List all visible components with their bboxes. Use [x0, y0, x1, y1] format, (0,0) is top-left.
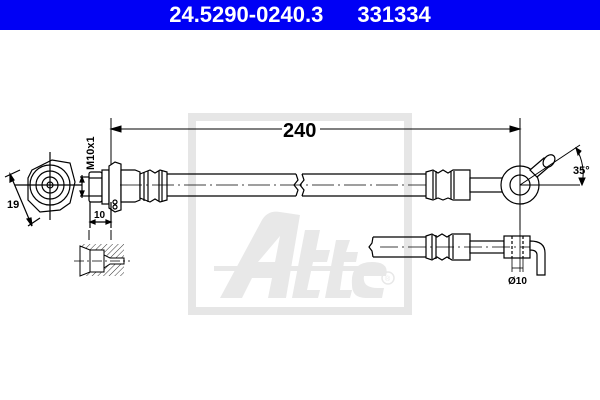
reference-number: 331334: [357, 2, 431, 27]
thread-length-label: 10: [94, 210, 106, 221]
right-fitting: [425, 154, 556, 205]
diameter-label: Ø10: [508, 276, 527, 287]
hose-body: [120, 173, 520, 197]
hex-end-view: [4, 152, 82, 227]
technical-drawing: ® 240 19: [4, 113, 590, 315]
bent-end-detail: [368, 215, 546, 276]
registered-mark: ®: [385, 275, 391, 283]
ate-logo-watermark: ®: [214, 211, 395, 298]
left-fitting: [79, 161, 168, 228]
angle-label: 35°: [573, 165, 590, 177]
wrench-size-label: 19: [7, 199, 19, 211]
thread-label: M10x1: [85, 136, 97, 170]
watermark: ®: [188, 113, 412, 315]
title-bar: 24.5290-0240.3 331334: [0, 0, 600, 30]
thread-cross-section: [74, 230, 130, 277]
part-number: 24.5290-0240.3: [169, 2, 324, 27]
length-label: 240: [283, 120, 316, 142]
